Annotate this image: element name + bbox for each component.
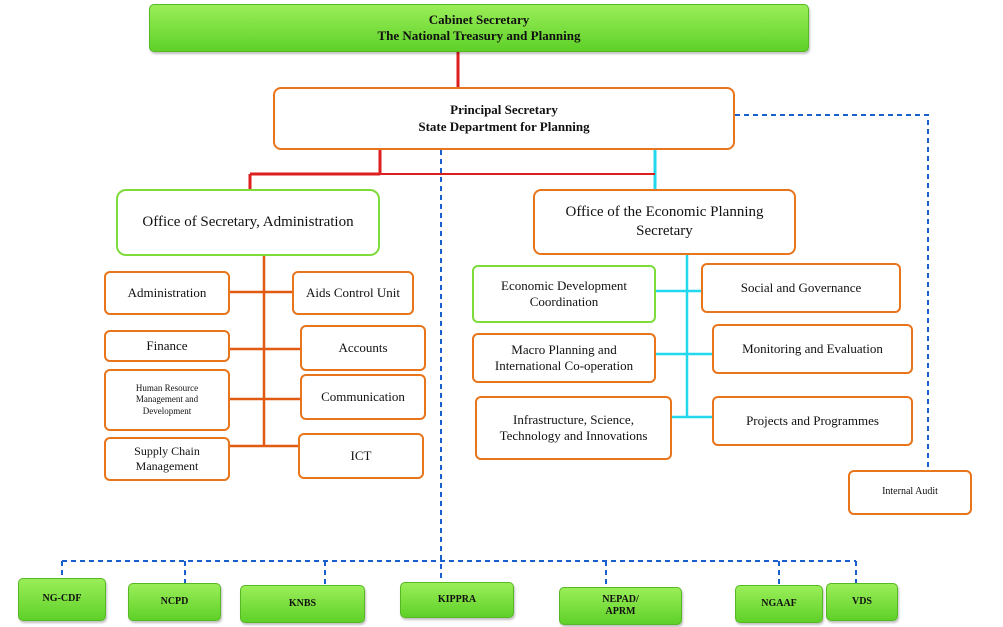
infrastructure-box: Infrastructure, Science, Technology and …	[475, 396, 672, 460]
econ-office-box: Office of the Economic Planning Secretar…	[533, 189, 796, 255]
agency-vds: VDS	[826, 583, 898, 621]
agency-ngaaf: NGAAF	[735, 585, 823, 623]
social-governance-box: Social and Governance	[701, 263, 901, 313]
agency-vds-label: VDS	[851, 595, 872, 607]
agency-ncpd: NCPD	[128, 583, 221, 621]
finance-label: Finance	[146, 337, 188, 353]
agency-ngcdf-label: NG-CDF	[42, 593, 82, 605]
accounts-label: Accounts	[338, 339, 388, 355]
hr-line3: Development	[142, 405, 192, 416]
supply-line1: Supply Chain	[134, 444, 200, 458]
agency-nepad-line2: APRM	[605, 606, 636, 617]
macro-line2: International Co-operation	[494, 358, 634, 373]
econ-office-line2: Secretary	[636, 223, 693, 239]
infra-line1: Infrastructure, Science,	[513, 411, 634, 427]
accounts-box: Accounts	[300, 325, 426, 371]
projects-programmes-box: Projects and Programmes	[712, 396, 913, 446]
internal-audit-box: Internal Audit	[848, 470, 972, 515]
supply-chain-box: Supply Chain Management	[104, 437, 230, 481]
aids-control-unit-label: Aids Control Unit	[306, 284, 400, 300]
ict-box: ICT	[298, 433, 424, 479]
hr-line1: Human Resource	[135, 383, 199, 394]
agency-nepad: NEPAD/ APRM	[559, 587, 682, 625]
principal-secretary-box: Principal Secretary State Department for…	[273, 87, 735, 150]
agency-ncpd-label: NCPD	[160, 595, 189, 607]
social-label: Social and Governance	[740, 279, 862, 295]
human-resource-box: Human Resource Management and Developmen…	[104, 369, 230, 431]
cabinet-subtitle: The National Treasury and Planning	[377, 28, 581, 43]
macro-planning-box: Macro Planning and International Co-oper…	[472, 333, 656, 383]
communication-box: Communication	[300, 374, 426, 420]
supply-line2: Management	[135, 459, 199, 473]
agency-kippra-label: KIPPRA	[437, 593, 477, 605]
monitoring-evaluation-box: Monitoring and Evaluation	[712, 324, 913, 374]
edc-line2: Coordination	[529, 294, 599, 309]
communication-label: Communication	[321, 388, 405, 404]
economic-development-box: Economic Development Coordination	[472, 265, 656, 323]
finance-box: Finance	[104, 330, 230, 362]
agency-ngaaf-label: NGAAF	[761, 597, 797, 609]
econ-office-line1: Office of the Economic Planning	[565, 204, 764, 221]
macro-line1: Macro Planning and	[511, 341, 617, 357]
projects-label: Projects and Programmes	[746, 412, 879, 428]
agency-nepad-line1: NEPAD/	[602, 593, 639, 605]
aids-control-unit-box: Aids Control Unit	[292, 271, 414, 315]
hr-line2: Management and	[135, 394, 199, 405]
agency-knbs: KNBS	[240, 585, 365, 623]
admin-office-label: Office of Secretary, Administration	[142, 214, 354, 231]
administration-box: Administration	[104, 271, 230, 315]
administration-label: Administration	[127, 284, 207, 300]
cabinet-secretary-box: Cabinet Secretary The National Treasury …	[149, 4, 809, 52]
ict-label: ICT	[350, 447, 372, 463]
edc-line1: Economic Development	[501, 277, 627, 293]
agency-ngcdf: NG-CDF	[18, 578, 106, 621]
cabinet-title: Cabinet Secretary	[428, 11, 530, 27]
agency-kippra: KIPPRA	[400, 582, 514, 618]
agency-knbs-label: KNBS	[288, 597, 317, 609]
principal-title: Principal Secretary	[450, 102, 558, 118]
monitoring-label: Monitoring and Evaluation	[742, 340, 883, 356]
principal-subtitle: State Department for Planning	[418, 118, 590, 134]
infra-line2: Technology and Innovations	[499, 428, 648, 443]
internal-audit-label: Internal Audit	[882, 486, 938, 498]
admin-office-box: Office of Secretary, Administration	[116, 189, 380, 256]
